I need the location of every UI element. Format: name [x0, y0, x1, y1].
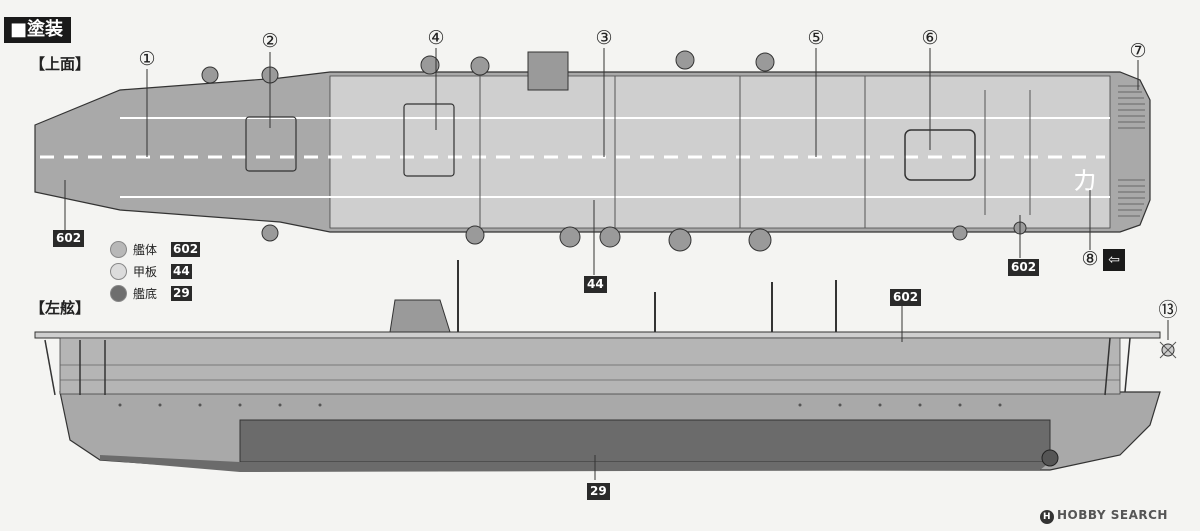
legend-code-bottom: 29	[171, 285, 192, 301]
callout-6: ⑥	[921, 27, 939, 49]
swatch-hull	[110, 240, 127, 258]
callout-4: ④	[427, 27, 445, 49]
callout-3: ③	[595, 27, 613, 49]
callout-8: ⑧	[1081, 248, 1099, 270]
color-legend: 艦体 602 甲板 44 艦底 29	[110, 238, 204, 308]
direction-arrow-icon: ⇦	[1103, 249, 1125, 271]
code-hull-stern: 602	[1008, 259, 1040, 276]
callout-5: ⑤	[807, 27, 825, 49]
side-view	[34, 260, 1177, 472]
code-bottom: 29	[587, 483, 610, 500]
watermark-text: HOBBY SEARCH	[1057, 508, 1168, 522]
code-hull-bow: 602	[53, 230, 85, 247]
callout-13: ⑬	[1158, 299, 1178, 321]
watermark-logo-icon: H	[1040, 510, 1054, 524]
legend-row-bottom: 艦底 29	[110, 282, 204, 304]
legend-row-deck: 甲板 44	[110, 260, 204, 282]
top-view-label: 【上面】	[30, 55, 91, 73]
code-deck: 44	[584, 276, 607, 293]
legend-row-hull: 艦体 602	[110, 238, 204, 260]
code-hull-side: 602	[890, 289, 922, 306]
callout-1: ①	[138, 48, 156, 70]
deck-marking: カ	[1072, 167, 1098, 197]
legend-code-deck: 44	[171, 263, 192, 279]
legend-name-bottom: 艦底	[133, 286, 158, 301]
swatch-deck	[110, 262, 127, 280]
swatch-bottom	[110, 284, 127, 302]
legend-code-hull: 602	[171, 241, 201, 257]
section-title: ■塗装	[4, 17, 72, 43]
callout-2: ②	[261, 30, 279, 52]
side-view-label: 【左舷】	[30, 299, 91, 317]
callout-7: ⑦	[1129, 40, 1147, 62]
top-view: カ	[34, 50, 1151, 252]
legend-name-hull: 艦体	[133, 242, 158, 257]
legend-name-deck: 甲板	[133, 264, 158, 279]
